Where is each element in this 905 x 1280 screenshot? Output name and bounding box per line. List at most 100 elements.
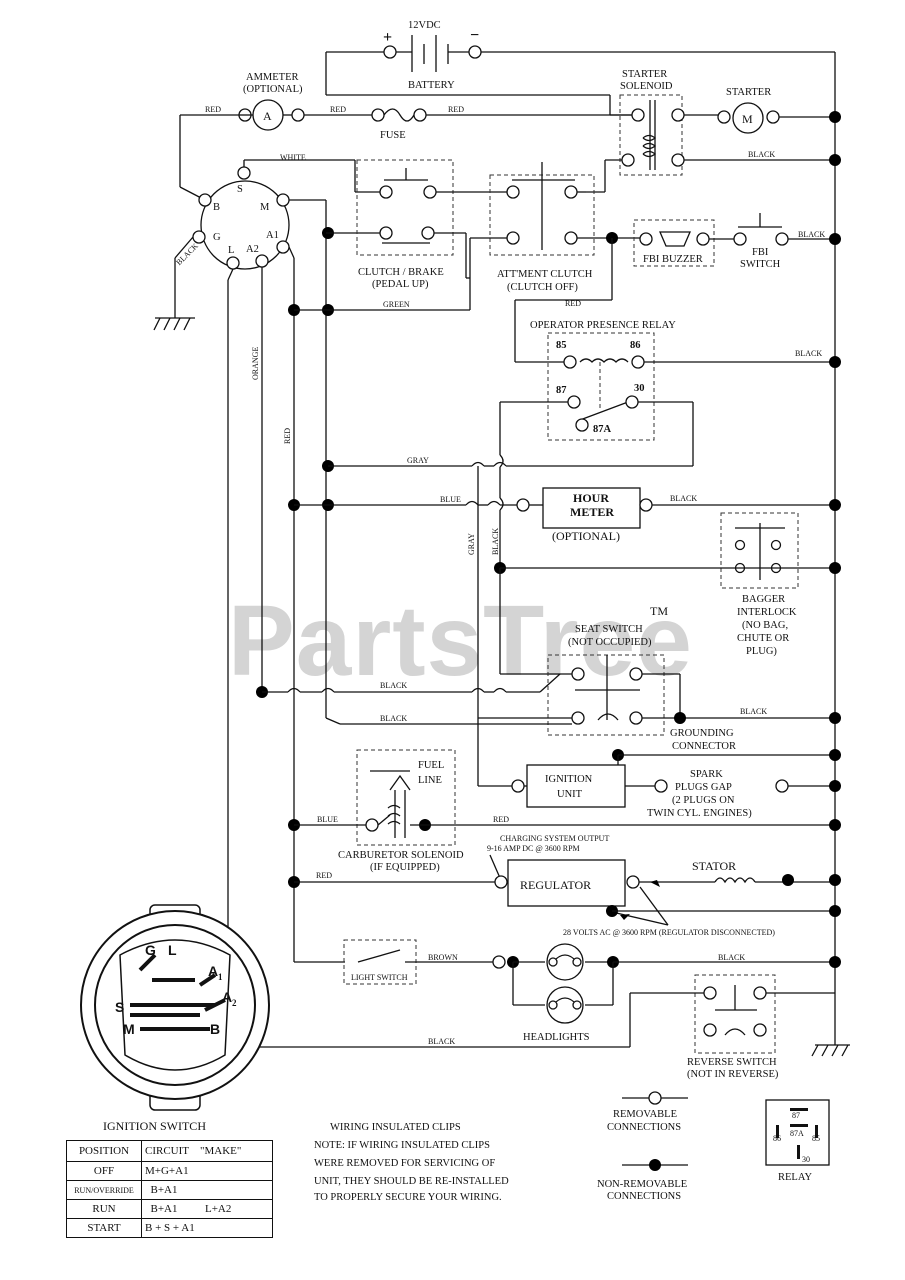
svg-text:(OPTIONAL): (OPTIONAL) xyxy=(552,529,620,543)
svg-text:REVERSE SWITCH: REVERSE SWITCH xyxy=(687,1057,777,1068)
grounding-connector-label: GROUNDING xyxy=(670,728,734,739)
svg-text:METER: METER xyxy=(570,505,614,519)
svg-text:RED: RED xyxy=(205,105,221,114)
battery-voltage: 12VDC xyxy=(408,20,441,31)
reverse-switch: REVERSE SWITCH (NOT IN REVERSE) xyxy=(687,974,779,1080)
svg-text:GREEN: GREEN xyxy=(383,300,410,309)
ignition-switch-title: IGNITION SWITCH xyxy=(103,1119,206,1133)
svg-text:NOTE: IF WIRING INSULATED CLI: NOTE: IF WIRING INSULATED CLIPS xyxy=(314,1140,490,1151)
svg-text:REGULATOR: REGULATOR xyxy=(520,878,591,892)
watermark-tm: TM xyxy=(650,604,668,618)
svg-text:LIGHT SWITCH: LIGHT SWITCH xyxy=(351,973,408,982)
ignition-switch-face: G L A 1 A 2 S M B xyxy=(80,904,270,1111)
svg-text:(CLUTCH OFF): (CLUTCH OFF) xyxy=(507,282,578,293)
svg-text:BLACK: BLACK xyxy=(798,230,825,239)
carburetor-solenoid: FUEL LINE CARBURETOR SOLENOID (IF EQUIPP… xyxy=(338,749,464,873)
svg-text:PLUGS GAP: PLUGS GAP xyxy=(675,782,732,793)
svg-text:A1: A1 xyxy=(266,230,279,241)
svg-text:L: L xyxy=(168,942,177,958)
svg-text:M: M xyxy=(123,1021,135,1037)
table-cell: START xyxy=(66,1218,142,1238)
svg-text:BLACK: BLACK xyxy=(491,528,500,555)
table-row: RUN/OVERRIDE B+A1 xyxy=(66,1180,273,1200)
svg-text:UNIT: UNIT xyxy=(557,789,583,800)
table-header: CIRCUIT "MAKE" xyxy=(141,1140,273,1162)
svg-text:NON-REMOVABLE: NON-REMOVABLE xyxy=(597,1179,687,1190)
svg-text:STARTER: STARTER xyxy=(726,87,771,98)
table-row: OFF M+G+A1 xyxy=(66,1161,273,1181)
svg-text:87: 87 xyxy=(556,385,567,396)
svg-text:WIRING INSULATED CLIPS: WIRING INSULATED CLIPS xyxy=(330,1122,461,1133)
svg-text:BAGGER: BAGGER xyxy=(742,594,785,605)
svg-text:G: G xyxy=(145,942,156,958)
svg-text:M: M xyxy=(260,202,270,213)
svg-text:CLUTCH / BRAKE: CLUTCH / BRAKE xyxy=(358,267,444,278)
svg-text:A2: A2 xyxy=(246,244,259,255)
clutch-brake-switch: CLUTCH / BRAKE (PEDAL UP) xyxy=(356,159,454,290)
svg-text:WHITE: WHITE xyxy=(280,153,306,162)
battery-neg-terminal xyxy=(468,45,482,59)
svg-text:CONNECTIONS: CONNECTIONS xyxy=(607,1122,681,1133)
svg-text:(2 PLUGS ON: (2 PLUGS ON xyxy=(672,795,735,806)
svg-text:OPERATOR PRESENCE RELAY: OPERATOR PRESENCE RELAY xyxy=(530,320,676,331)
svg-text:87A: 87A xyxy=(790,1129,804,1138)
svg-text:RED: RED xyxy=(330,105,346,114)
ignition-position-table: POSITION CIRCUIT "MAKE" OFF M+G+A1 RUN/O… xyxy=(66,1140,273,1238)
svg-text:FBI: FBI xyxy=(752,247,769,258)
svg-text:(OPTIONAL): (OPTIONAL) xyxy=(243,84,303,95)
svg-text:BLACK: BLACK xyxy=(380,681,407,690)
svg-text:SEAT SWITCH: SEAT SWITCH xyxy=(575,624,643,635)
svg-text:IGNITION: IGNITION xyxy=(545,774,593,785)
svg-text:HEADLIGHTS: HEADLIGHTS xyxy=(523,1032,590,1043)
svg-text:BLUE: BLUE xyxy=(317,815,338,824)
svg-text:(NO BAG,: (NO BAG, xyxy=(742,620,788,631)
svg-text:(NOT OCCUPIED): (NOT OCCUPIED) xyxy=(568,637,652,648)
svg-text:ATT'MENT CLUTCH: ATT'MENT CLUTCH xyxy=(497,269,593,280)
svg-text:CHUTE OR: CHUTE OR xyxy=(737,633,789,644)
svg-text:UNIT, THEY SHOULD BE RE-INSTAL: UNIT, THEY SHOULD BE RE-INSTALLED xyxy=(314,1176,509,1187)
operator-presence-relay: OPERATOR PRESENCE RELAY 85 86 87 30 87A xyxy=(530,320,676,441)
svg-text:INTERLOCK: INTERLOCK xyxy=(737,607,797,618)
ignition-unit: IGNITION UNIT xyxy=(526,764,626,808)
table-cell: M+G+A1 xyxy=(141,1161,273,1181)
svg-text:(PEDAL UP): (PEDAL UP) xyxy=(372,279,429,290)
svg-text:(NOT IN REVERSE): (NOT IN REVERSE) xyxy=(687,1069,779,1080)
svg-text:(IF EQUIPPED): (IF EQUIPPED) xyxy=(370,862,440,873)
fuse-symbol xyxy=(383,108,415,122)
table-cell: B+A1 xyxy=(141,1180,273,1200)
ac-note: 28 VOLTS AC @ 3600 RPM (REGULATOR DISCON… xyxy=(563,928,775,937)
svg-text:LINE: LINE xyxy=(418,775,442,786)
table-cell: RUN xyxy=(66,1199,142,1219)
legend: REMOVABLE CONNECTIONS NON-REMOVABLE CONN… xyxy=(597,1091,688,1202)
svg-text:RED: RED xyxy=(565,299,581,308)
svg-text:BLACK: BLACK xyxy=(380,714,407,723)
svg-text:S: S xyxy=(115,999,124,1015)
battery-label: BATTERY xyxy=(408,80,455,91)
svg-text:CARBURETOR SOLENOID: CARBURETOR SOLENOID xyxy=(338,850,464,861)
regulator: REGULATOR xyxy=(507,859,626,907)
svg-text:CONNECTIONS: CONNECTIONS xyxy=(607,1191,681,1202)
svg-text:B: B xyxy=(213,202,220,213)
fbi-switch: FBI SWITCH xyxy=(738,213,782,270)
svg-text:SOLENOID: SOLENOID xyxy=(620,81,673,92)
svg-text:STARTER: STARTER xyxy=(622,69,667,80)
svg-text:RED: RED xyxy=(448,105,464,114)
svg-text:TWIN CYL. ENGINES): TWIN CYL. ENGINES) xyxy=(647,808,752,819)
svg-text:A: A xyxy=(208,963,218,979)
starter-motor: STARTER M xyxy=(726,87,771,134)
ground-symbol-left xyxy=(153,317,195,331)
svg-text:TO PROPERLY SECURE YOUR WIRING: TO PROPERLY SECURE YOUR WIRING. xyxy=(314,1192,502,1203)
svg-text:STATOR: STATOR xyxy=(692,859,736,873)
battery-minus: − xyxy=(470,27,479,44)
svg-text:A: A xyxy=(263,109,272,123)
svg-text:L: L xyxy=(228,245,234,256)
table-header-row: POSITION CIRCUIT "MAKE" xyxy=(66,1140,273,1162)
svg-text:BLACK: BLACK xyxy=(670,494,697,503)
svg-text:BLACK: BLACK xyxy=(718,953,745,962)
svg-text:B: B xyxy=(210,1021,220,1037)
starter-solenoid: STARTER SOLENOID xyxy=(619,69,683,176)
attachment-clutch-switch: ATT'MENT CLUTCH (CLUTCH OFF) xyxy=(489,162,595,293)
fuse-label: FUSE xyxy=(380,130,406,141)
bagger-interlock: BAGGER INTERLOCK (NO BAG, CHUTE OR PLUG) xyxy=(720,512,799,657)
